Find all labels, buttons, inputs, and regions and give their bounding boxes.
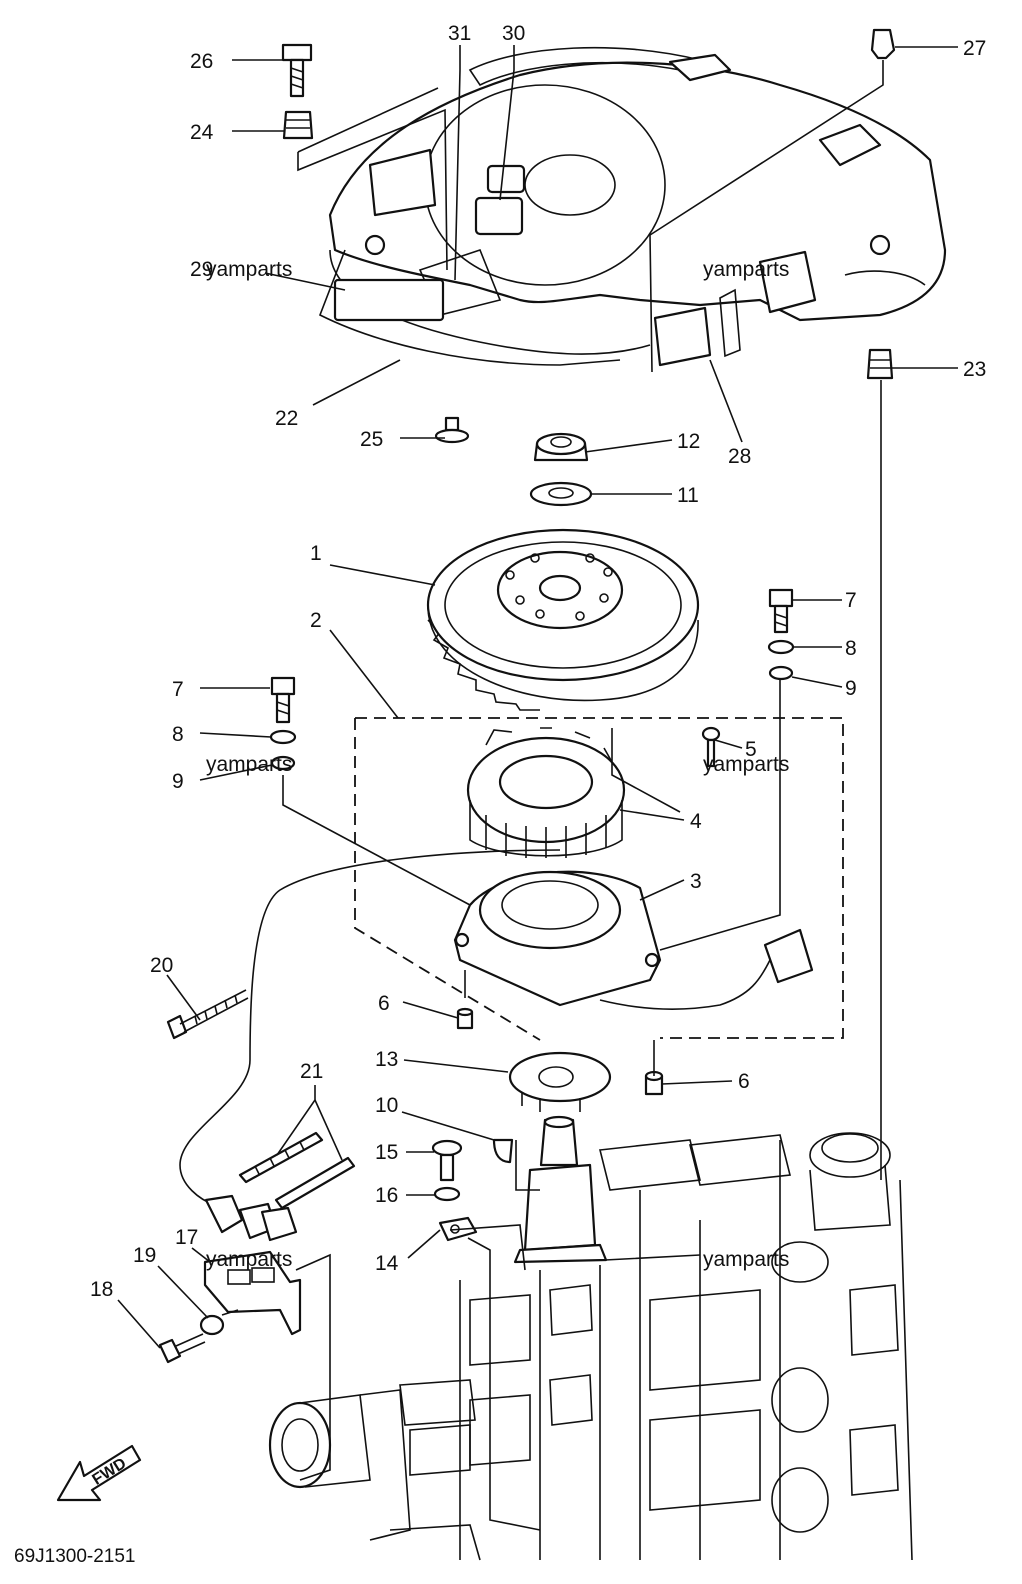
callout-7-right: 7 <box>845 589 857 612</box>
watermark-4: yamparts <box>703 753 789 776</box>
flywheel <box>426 528 700 711</box>
watermark-5: yamparts <box>206 1248 292 1271</box>
callout-20: 20 <box>150 954 173 977</box>
callout-25: 25 <box>360 428 383 451</box>
callout-12: 12 <box>677 430 700 453</box>
connector-harness <box>179 1059 298 1242</box>
callout-4: 4 <box>690 810 702 833</box>
callout-numbers: 26 24 31 30 27 29 22 25 12 11 28 23 1 2 … <box>90 22 986 1301</box>
callout-31: 31 <box>448 22 471 45</box>
fwd-arrow: FWD <box>56 1444 142 1502</box>
pin-6-left <box>456 1007 474 1030</box>
callout-7-left: 7 <box>172 678 184 701</box>
washer-8-left <box>269 729 297 745</box>
grommet-23 <box>866 348 894 380</box>
watermark-6: yamparts <box>703 1248 789 1271</box>
washer-8-right <box>767 639 795 655</box>
callout-19: 19 <box>133 1244 156 1267</box>
callout-10: 10 <box>375 1094 398 1117</box>
callout-6-left: 6 <box>378 992 390 1015</box>
watermarks: yamparts yamparts yamparts yamparts yamp… <box>206 258 789 1271</box>
callout-16: 16 <box>375 1184 398 1207</box>
callout-11: 11 <box>677 484 699 507</box>
callout-8-right: 8 <box>845 637 857 660</box>
grommet-24 <box>282 110 314 140</box>
engine-block <box>268 1115 913 1561</box>
callout-24: 24 <box>190 121 214 144</box>
callout-26: 26 <box>190 50 213 73</box>
bolt-20 <box>166 989 249 1040</box>
washer-16 <box>433 1186 461 1202</box>
callout-9-right: 9 <box>845 677 857 700</box>
washer-11 <box>529 481 593 507</box>
callout-27: 27 <box>963 37 986 60</box>
callout-3: 3 <box>690 870 702 893</box>
watermark-2: yamparts <box>703 258 789 281</box>
callout-13: 13 <box>375 1048 398 1071</box>
callout-28: 28 <box>728 445 751 468</box>
washer-9-right <box>768 665 794 681</box>
washer-19 <box>199 1314 225 1336</box>
callout-2: 2 <box>310 609 322 632</box>
watermark-1: yamparts <box>206 258 292 281</box>
pin-6-right <box>644 1070 664 1096</box>
flywheel-cover <box>318 46 947 367</box>
key-10 <box>492 1138 514 1164</box>
stator-base <box>249 849 814 1061</box>
callout-5: 5 <box>745 738 757 761</box>
stator-coil <box>466 727 626 858</box>
callout-23: 23 <box>963 358 986 381</box>
bands-21 <box>238 1131 356 1210</box>
callout-17: 17 <box>175 1226 198 1249</box>
bolt-7-right <box>768 588 794 634</box>
screw-5 <box>701 726 721 768</box>
stator-assembly-box <box>354 717 844 1041</box>
collar-25 <box>434 416 470 444</box>
washer-9-left <box>270 755 296 771</box>
drawing-code: 69J1300-2151 <box>14 1546 136 1567</box>
bolt-18 <box>158 1333 206 1364</box>
callout-6-right: 6 <box>738 1070 750 1093</box>
callout-21: 21 <box>300 1060 323 1083</box>
bracket-17 <box>203 1250 302 1336</box>
callout-8-left: 8 <box>172 723 184 746</box>
bolt-26 <box>281 43 313 98</box>
bolt-15 <box>431 1139 463 1182</box>
nut-12 <box>533 432 589 462</box>
leader-lines <box>117 45 958 1531</box>
callout-14: 14 <box>375 1252 399 1275</box>
callout-22: 22 <box>275 407 298 430</box>
callout-9-left: 9 <box>172 770 184 793</box>
bolt-7-left <box>270 676 296 724</box>
clip-27 <box>870 28 896 60</box>
plate-13 <box>508 1051 612 1112</box>
callout-29: 29 <box>190 258 213 281</box>
callout-15: 15 <box>375 1141 398 1164</box>
callout-18: 18 <box>90 1278 113 1301</box>
watermark-3: yamparts <box>206 753 292 776</box>
callout-30: 30 <box>502 22 525 45</box>
callout-1: 1 <box>310 542 322 565</box>
